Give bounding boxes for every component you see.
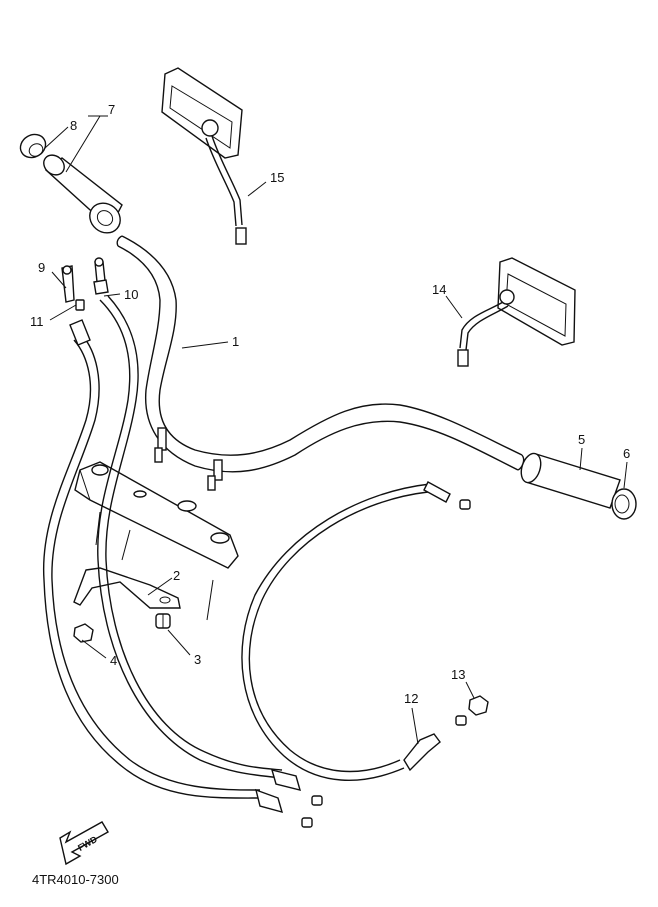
upper-holder-bracket — [74, 461, 239, 621]
callout-12: 12 — [404, 691, 418, 706]
mirror-left — [457, 257, 576, 367]
clutch-cable — [241, 481, 471, 781]
callout-15: 15 — [270, 170, 284, 185]
callout-11: 11 — [30, 314, 44, 329]
callout-4: 4 — [110, 653, 117, 668]
cable-fitting-10 — [93, 257, 109, 295]
fwd-arrow-icon: FWD — [59, 821, 109, 866]
throttle-grip — [43, 154, 123, 234]
callout-7: 7 — [108, 102, 115, 117]
cable-fitting-9 — [61, 265, 91, 346]
callout-2: 2 — [173, 568, 180, 583]
left-grip — [520, 452, 621, 509]
nut — [73, 623, 94, 643]
callout-14: 14 — [432, 282, 446, 297]
bolt — [155, 613, 171, 629]
throttle-cable-1 — [42, 334, 261, 799]
clutch-cable-nut-13 — [468, 695, 489, 716]
cable-guide — [73, 567, 181, 609]
callout-9: 9 — [38, 260, 45, 275]
mirror-right — [161, 67, 247, 245]
cable-screw-11 — [75, 299, 85, 311]
handlebar — [116, 235, 525, 491]
callout-8: 8 — [70, 118, 77, 133]
callout-1: 1 — [232, 334, 239, 349]
callout-6: 6 — [623, 446, 630, 461]
grip-end-cap-left — [611, 488, 637, 520]
callout-3: 3 — [194, 652, 201, 667]
grip-end-cap — [19, 133, 47, 159]
leader-lines — [44, 115, 628, 745]
callout-labels: 1 2 3 4 5 6 7 8 9 10 11 12 13 14 15 — [30, 102, 630, 706]
callout-13: 13 — [451, 667, 465, 682]
callout-5: 5 — [578, 432, 585, 447]
callout-10: 10 — [124, 287, 138, 302]
diagram-part-code: 4TR4010-7300 — [32, 872, 119, 887]
throttle-cable-2 — [97, 295, 283, 779]
cable-end-fittings — [255, 769, 323, 828]
